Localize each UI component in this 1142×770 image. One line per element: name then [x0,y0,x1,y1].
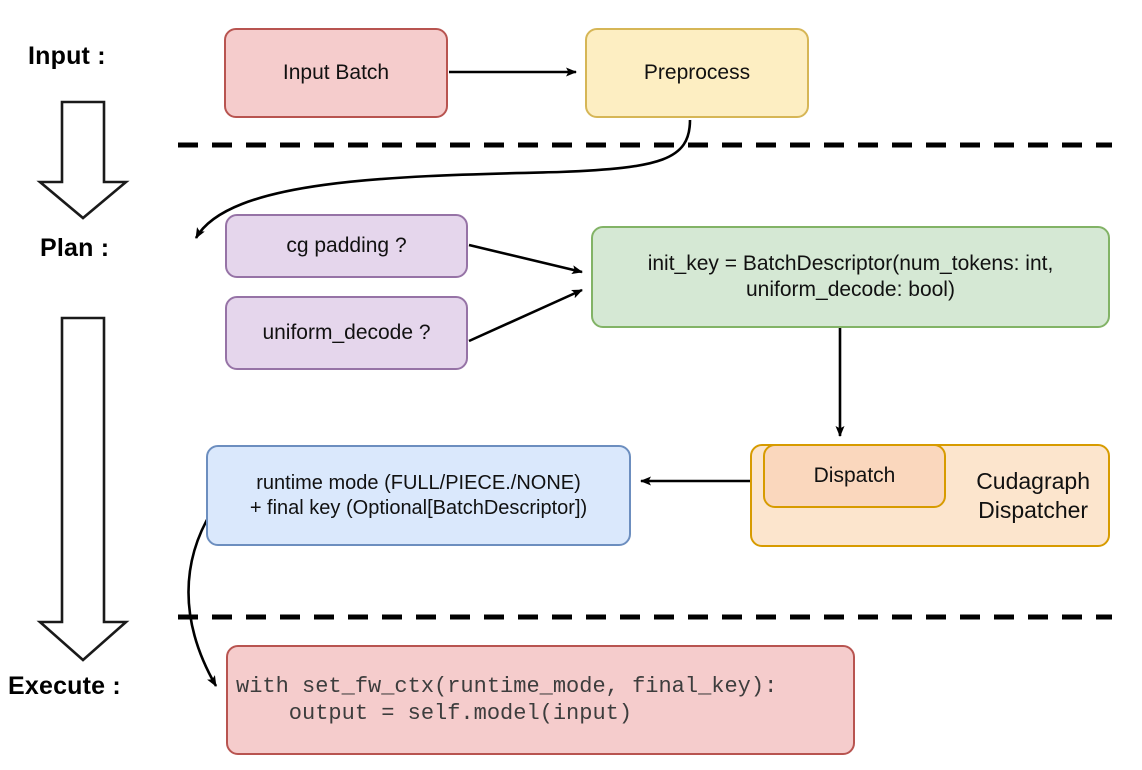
node-uniform-decode-label: uniform_decode ? [262,320,431,344]
node-runtime-mode-label: runtime mode (FULL/PIECE./NONE) + final … [249,471,588,519]
node-preprocess-label: Preprocess [643,60,751,84]
node-exec-code-label: with set_fw_ctx(runtime_mode, final_key)… [236,673,778,727]
node-init-key[interactable]: init_key = BatchDescriptor(num_tokens: i… [591,226,1110,328]
input-to-plan-arrow [36,100,130,220]
node-dispatch-label: Dispatch [813,463,896,487]
node-preprocess[interactable]: Preprocess [585,28,809,118]
node-uniform-decode[interactable]: uniform_decode ? [225,296,468,370]
edge-uniform-decode-to-init-key [468,288,583,343]
node-init-key-label: init_key = BatchDescriptor(num_tokens: i… [647,251,1054,301]
node-dispatch[interactable]: Dispatch [763,444,946,508]
edge-cg-padding-to-init-key [468,243,583,275]
stage-label-plan: Plan : [40,234,110,262]
stage-label-execute: Execute : [8,672,121,700]
stage-label-input: Input : [28,42,106,70]
node-input-batch-label: Input Batch [282,60,390,84]
node-exec-code[interactable]: with set_fw_ctx(runtime_mode, final_key)… [226,645,855,755]
node-cg-padding-label: cg padding ? [286,233,407,257]
node-runtime-mode[interactable]: runtime mode (FULL/PIECE./NONE) + final … [206,445,631,546]
plan-to-execute-arrow [36,316,130,662]
node-cudagraph-dispatcher-label: Cudagraph Dispatcher [976,467,1090,523]
node-cg-padding[interactable]: cg padding ? [225,214,468,278]
node-input-batch[interactable]: Input Batch [224,28,448,118]
